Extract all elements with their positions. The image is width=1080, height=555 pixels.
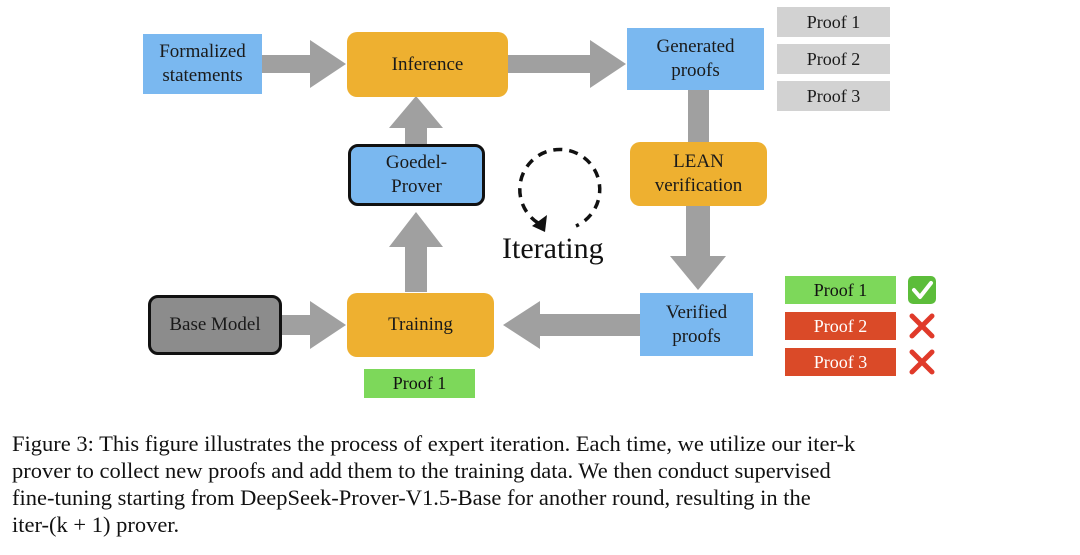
generated-proof-item: Proof 2 xyxy=(777,44,890,74)
arrow-generated-to-lean xyxy=(688,90,709,142)
caption-line: iter-(k + 1) prover. xyxy=(12,512,180,537)
formalized-statements-box: Formalized statements xyxy=(143,34,262,94)
cross-mark-icon xyxy=(909,313,935,339)
cross-mark-icon xyxy=(909,349,935,375)
iterating-label: Iterating xyxy=(502,232,604,265)
arrow-base-to-training xyxy=(282,301,346,349)
caption-line: prover to collect new proofs and add the… xyxy=(12,458,831,483)
arrow-inference-to-generated xyxy=(508,40,626,88)
training-label: Training xyxy=(388,314,453,336)
formalized-statements-label: Formalized statements xyxy=(159,41,246,86)
lean-verification-box: LEAN verification xyxy=(630,142,767,206)
arrow-goedel-to-inference xyxy=(389,96,443,144)
goedel-prover-box: Goedel- Prover xyxy=(348,144,485,206)
verified-proof-item-rejected: Proof 3 xyxy=(785,348,896,376)
verified-proof-item-accepted: Proof 1 xyxy=(785,276,896,304)
arrow-statements-to-inference xyxy=(262,40,346,88)
caption-line: Figure 3: This figure illustrates the pr… xyxy=(12,431,856,456)
base-model-box: Base Model xyxy=(148,295,282,355)
generated-proof-item: Proof 1 xyxy=(777,7,890,37)
iterating-cycle-icon xyxy=(518,147,602,232)
verified-proofs-label: Verified proofs xyxy=(665,301,728,347)
verified-proof-item-rejected: Proof 2 xyxy=(785,312,896,340)
figure-caption: Figure 3: This figure illustrates the pr… xyxy=(12,430,1072,538)
caption-line: fine-tuning starting from DeepSeek-Prove… xyxy=(12,485,811,510)
inference-box: Inference xyxy=(347,32,508,97)
lean-verification-label: LEAN verification xyxy=(654,151,743,196)
verified-proofs-box: Verified proofs xyxy=(640,293,753,356)
base-model-label: Base Model xyxy=(169,314,261,336)
goedel-prover-label: Goedel- Prover xyxy=(385,152,448,197)
inference-label: Inference xyxy=(391,53,464,75)
training-proof-item: Proof 1 xyxy=(364,369,475,398)
generated-proofs-box: Generated proofs xyxy=(627,28,764,90)
arrow-training-to-goedel xyxy=(389,212,443,292)
arrow-lean-to-verified xyxy=(670,206,726,290)
generated-proof-item: Proof 3 xyxy=(777,81,890,111)
generated-proofs-label: Generated proofs xyxy=(656,36,735,81)
check-mark-icon xyxy=(908,276,936,304)
arrow-verified-to-training xyxy=(503,301,640,349)
training-box: Training xyxy=(347,293,494,357)
